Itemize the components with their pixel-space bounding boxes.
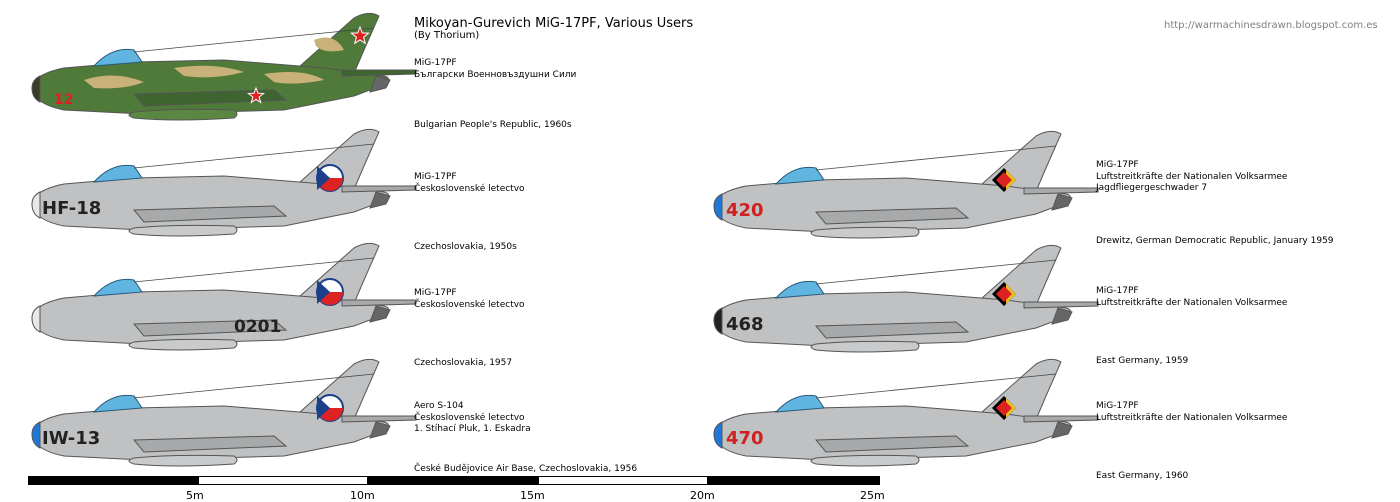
- tail-code: 470: [726, 428, 764, 449]
- tail-code: 420: [726, 200, 764, 221]
- camo-patch: [264, 72, 324, 84]
- tail-code: IW-13: [42, 428, 100, 449]
- ruler-tick: 20m: [690, 489, 715, 502]
- aircraft-label-line: České Budějovice Air Base, Czechoslovaki…: [414, 464, 638, 474]
- aircraft-label-line: Bulgarian People's Republic, 1960s: [414, 120, 572, 130]
- aircraft-label-line: Aero S-104: [414, 401, 464, 411]
- ruler-tick: 5m: [186, 489, 204, 502]
- aircraft-label-line: Luftstreitkräfte der Nationalen Volksarm…: [1096, 171, 1288, 182]
- roundel-gdr: [992, 282, 1016, 306]
- page-title: Mikoyan-Gurevich MiG-17PF, Various Users: [414, 16, 694, 31]
- aircraft-profile-gdr2: 468: [713, 244, 1099, 353]
- aircraft-profile-czech2: 0201: [31, 242, 417, 351]
- tail-code: HF-18: [42, 198, 101, 219]
- ruler-tick: 25m: [860, 489, 885, 502]
- ruler-seg-3: [368, 476, 538, 485]
- aircraft-label-line: Luftstreitkräfte der Nationalen Volksarm…: [1096, 297, 1288, 308]
- roundel-czech: [316, 394, 344, 422]
- ruler-tick: 10m: [350, 489, 375, 502]
- ruler-seg-2: [198, 476, 368, 485]
- roundel-gdr: [992, 168, 1016, 192]
- scale-ruler: 5m 10m 15m 20m 25m: [28, 476, 885, 502]
- aircraft-label-line: East Germany, 1960: [1096, 471, 1189, 481]
- camo-patch: [314, 37, 344, 52]
- ruler-tick: 15m: [520, 489, 545, 502]
- ruler-seg-5: [708, 476, 880, 485]
- aircraft-label-line: Luftstreitkräfte der Nationalen Volksarm…: [1096, 412, 1288, 423]
- source-url[interactable]: http://warmachinesdrawn.blogspot.com.es: [1164, 20, 1378, 31]
- aircraft-label-line: Drewitz, German Democratic Republic, Jan…: [1096, 236, 1334, 246]
- aircraft-profile-bulgaria: 12: [31, 12, 417, 121]
- aircraft-label-line: MiG-17PF: [1096, 401, 1139, 411]
- tail-code: 0201: [234, 317, 281, 337]
- aircraft-label-line: Československé letectvo: [414, 183, 525, 194]
- aircraft-label-line: 1. Stíhací Pluk, 1. Eskadra: [414, 424, 531, 434]
- roundel-czech: [316, 164, 344, 192]
- aircraft-profile-gdr1: 420: [713, 130, 1099, 239]
- aircraft-label-line: MiG-17PF: [1096, 286, 1139, 296]
- ruler-seg-4: [538, 476, 708, 485]
- aircraft-label-line: MiG-17PF: [1096, 160, 1139, 170]
- roundel-czech: [316, 278, 344, 306]
- camo-patch: [84, 75, 144, 89]
- tail-code: 468: [726, 314, 764, 335]
- aircraft-label-line: MiG-17PF: [414, 288, 457, 298]
- aircraft-profile-czech1: HF-18: [31, 128, 417, 237]
- aircraft-label-line: Czechoslovakia, 1957: [414, 358, 513, 368]
- camo-patch: [174, 65, 244, 78]
- tail-code: 12: [54, 92, 73, 108]
- aircraft-label-line: Български Военновъздушни Сили: [414, 69, 577, 80]
- aircraft-label-line: MiG-17PF: [414, 172, 457, 182]
- aircraft-profile-gdr3: 470: [713, 358, 1099, 467]
- aircraft-label-line: Jagdfliegergeschwader 7: [1096, 183, 1208, 193]
- aircraft-label-line: Czechoslovakia, 1950s: [414, 242, 517, 252]
- roundel-star: [247, 25, 370, 104]
- aircraft-profile-czech3: IW-13: [31, 358, 417, 467]
- aircraft-label-line: Československé letectvo: [414, 412, 525, 423]
- aircraft-label-line: Československé letectvo: [414, 299, 525, 310]
- roundel-gdr: [992, 396, 1016, 420]
- ruler-seg-1: [28, 476, 198, 485]
- aircraft-label-line: East Germany, 1959: [1096, 356, 1189, 366]
- aircraft-label-line: MiG-17PF: [414, 58, 457, 68]
- page-subtitle: (By Thorium): [414, 30, 480, 41]
